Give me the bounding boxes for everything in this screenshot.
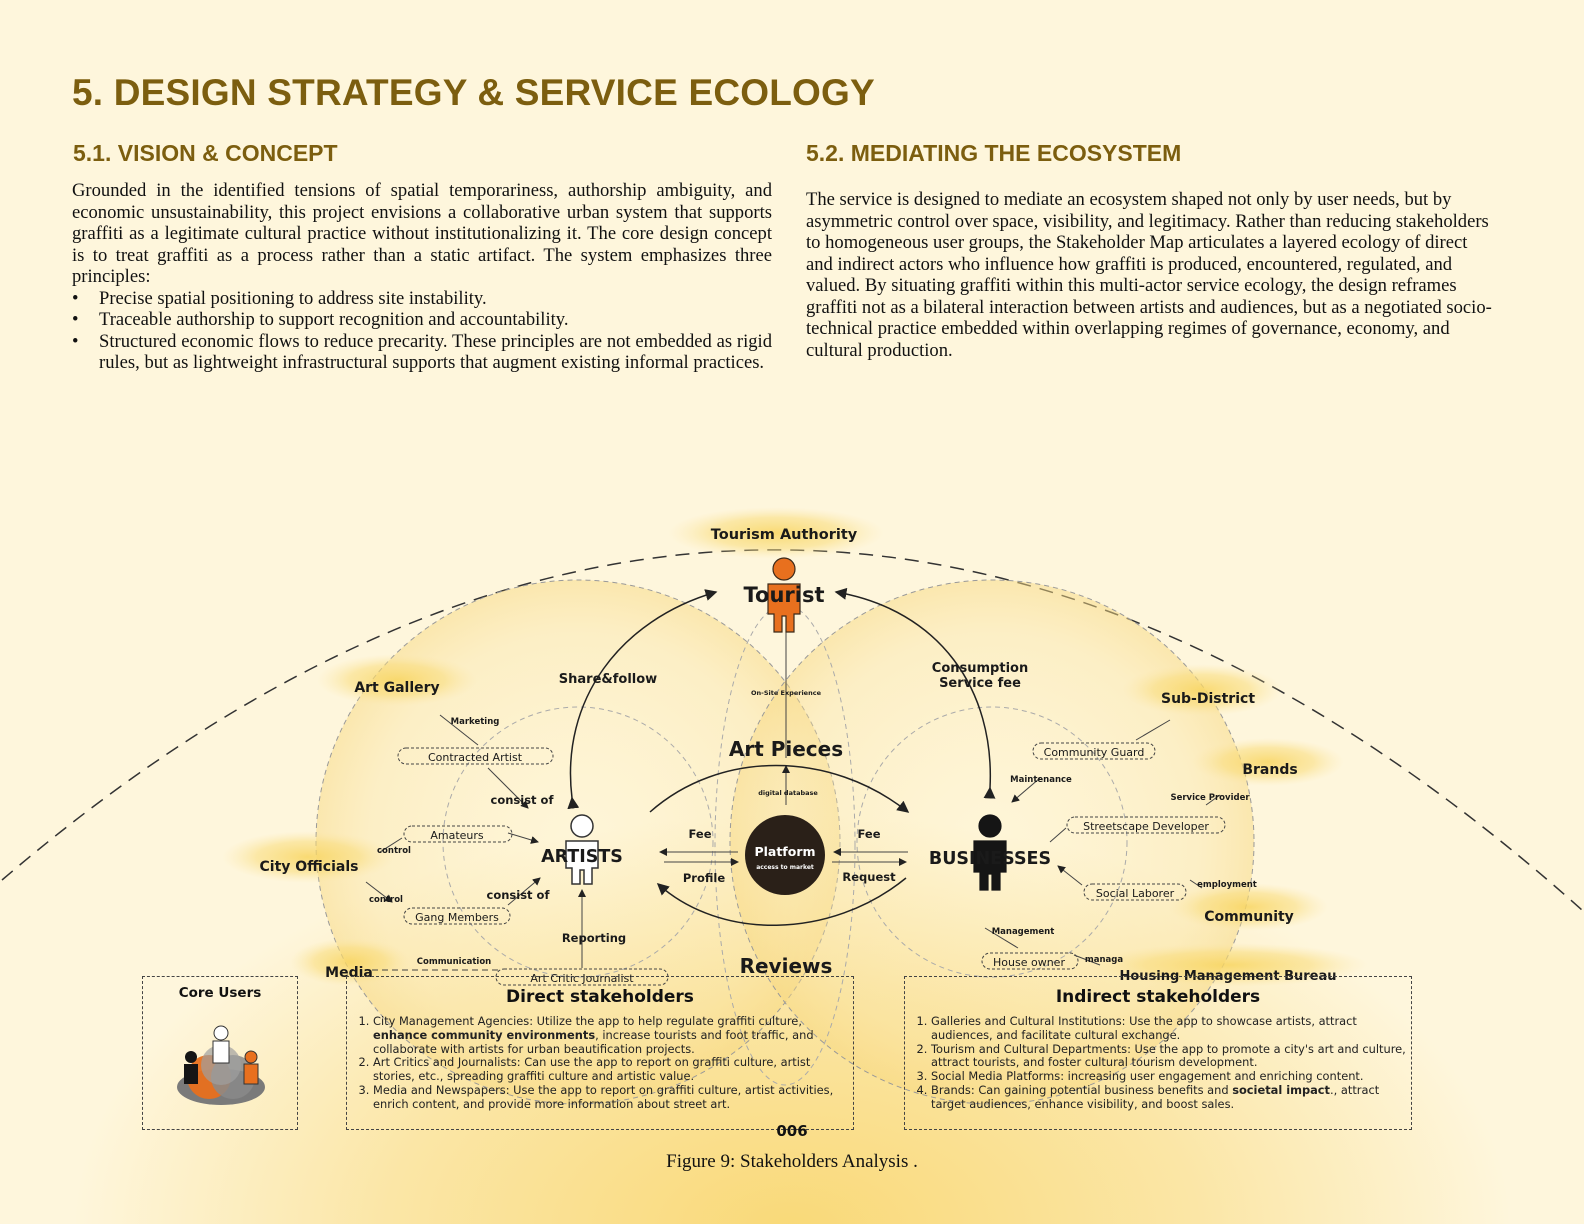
service-provider-label: Service Provider <box>1170 793 1250 803</box>
contracted-artist-label: Contracted Artist <box>428 751 523 764</box>
direct-stakeholders-title: Direct stakeholders <box>347 987 853 1007</box>
businesses-label: BUSINESSES <box>929 849 1051 869</box>
core-users-title: Core Users <box>143 985 297 1001</box>
communication-label: Communication <box>417 957 491 967</box>
consist-of-label: consist of <box>491 793 555 807</box>
social-laborer-label: Social Laborer <box>1096 887 1175 900</box>
core-users-icon <box>171 1015 271 1115</box>
art-gallery-label: Art Gallery <box>354 680 439 696</box>
city-officials-bubble <box>222 831 394 883</box>
indirect-stakeholders-box: Indirect stakeholders Galleries and Cult… <box>904 976 1412 1130</box>
request-label: Request <box>842 870 896 884</box>
employment-label: employment <box>1197 880 1257 890</box>
streetscape-developer-label: Streetscape Developer <box>1083 820 1209 833</box>
indirect-stakeholder-item: Galleries and Cultural Institutions: Use… <box>931 1015 1411 1043</box>
sub-district-bubble <box>1122 664 1282 716</box>
community-label: Community <box>1204 909 1294 925</box>
page-number: 006 <box>0 1122 1584 1140</box>
indirect-stakeholders-list: Galleries and Cultural Institutions: Use… <box>905 1015 1411 1112</box>
tourism-authority-label: Tourism Authority <box>711 527 858 543</box>
brands-label: Brands <box>1242 762 1297 778</box>
city-officials-label: City Officials <box>260 859 359 875</box>
direct-stakeholder-item: Media and Newspapers: Use the app to rep… <box>373 1084 853 1112</box>
indirect-stakeholder-item: Tourism and Cultural Departments: Use th… <box>931 1043 1411 1071</box>
consist-of-label: consist of <box>487 888 551 902</box>
profile-label: Profile <box>683 871 725 885</box>
direct-stakeholders-box: Direct stakeholders City Management Agen… <box>346 976 854 1130</box>
community-guard-label: Community Guard <box>1044 746 1145 759</box>
service-fee-label: Service fee <box>939 676 1021 691</box>
platform-sub-label: access to market <box>756 864 814 871</box>
on-site-label: On-Site Experience <box>751 689 822 697</box>
artists-label: ARTISTS <box>541 847 623 867</box>
sub-district-label: Sub-District <box>1161 691 1255 707</box>
reporting-label: Reporting <box>562 931 626 945</box>
marketing-label: Marketing <box>451 717 500 727</box>
indirect-stakeholder-item: Social Media Platforms: increasing user … <box>931 1070 1411 1084</box>
control-label: control <box>377 846 411 856</box>
management-label: Management <box>992 927 1055 937</box>
maintenance-label: Maintenance <box>1010 775 1072 785</box>
fee-right-label: Fee <box>858 827 881 841</box>
managa-label: managa <box>1085 955 1123 965</box>
figure-caption: Figure 9: Stakeholders Analysis . <box>0 1151 1584 1173</box>
house-owner-label: House owner <box>993 956 1065 969</box>
direct-stakeholders-list: City Management Agencies: Utilize the ap… <box>347 1015 853 1112</box>
digital-database-label: digital database <box>758 789 818 797</box>
amateurs-label: Amateurs <box>430 829 484 842</box>
gang-members-label: Gang Members <box>415 911 499 924</box>
indirect-stakeholders-title: Indirect stakeholders <box>905 987 1411 1007</box>
share-follow-label: Share&follow <box>559 672 657 687</box>
consumption-label: Consumption <box>932 661 1028 676</box>
indirect-stakeholder-item: Brands: Can gaining potential business b… <box>931 1084 1411 1112</box>
fee-left-label: Fee <box>689 827 712 841</box>
reviews-label: Reviews <box>740 954 833 978</box>
platform-label: Platform <box>754 844 815 859</box>
core-users-box: Core Users <box>142 976 298 1130</box>
control-label: control <box>369 895 403 905</box>
direct-stakeholder-item: Art Critics and Journalists: Can use the… <box>373 1056 853 1084</box>
direct-stakeholder-item: City Management Agencies: Utilize the ap… <box>373 1015 853 1056</box>
tourist-label: Tourist <box>743 583 824 607</box>
art-pieces-label: Art Pieces <box>729 737 843 761</box>
